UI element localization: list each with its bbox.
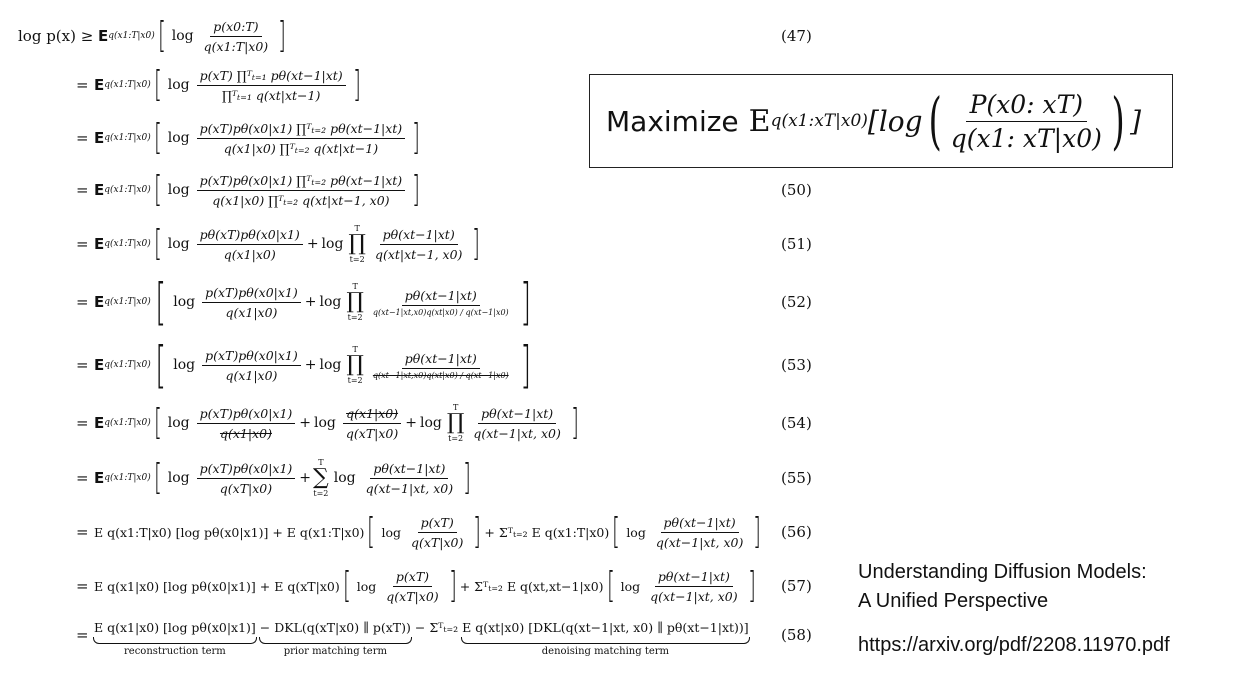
product-operator: T∏t=2: [346, 282, 364, 322]
reconstruction-term: E q(x1|x0) [log pθ(x0|x1)] reconstructio…: [93, 620, 257, 657]
objective-close: ]: [1130, 104, 1142, 138]
equation-number: (55): [781, 469, 812, 487]
paper-citation: Understanding Diffusion Models: A Unifie…: [858, 558, 1147, 616]
fraction: pθ(xt−1|xt)q(xt−1|xt, x0): [650, 568, 738, 604]
sum-operator: T∑t=2: [313, 458, 329, 498]
equation-number: (51): [781, 235, 812, 253]
product-operator: T∏t=2: [348, 224, 366, 264]
fraction: p(xT)q(xT|x0): [411, 514, 464, 550]
objective-word: Maximize: [606, 104, 739, 138]
objective-open: [log: [867, 104, 923, 138]
equation-number: (54): [781, 414, 812, 432]
fraction: p(x0:T)q(x1:T|x0): [203, 18, 269, 54]
fraction: p(xT)pθ(x0|x1)q(x1|x0): [196, 406, 296, 441]
expectation-symbol: E: [748, 103, 771, 139]
expectation-subscript: q(x1:xT|x0): [770, 111, 868, 131]
fraction: pθ(xt−1|xt)q(xt−1|xt, x0): [473, 405, 561, 441]
paper-url[interactable]: https://arxiv.org/pdf/2208.11970.pdf: [858, 634, 1170, 656]
fraction: p(xT)pθ(x0|x1) ∏ᵀₜ₌₂ pθ(xt−1|xt)q(x1|x0)…: [196, 121, 406, 156]
denoising-matching-term: E q(xt|x0) [DKL(q(xt−1|xt, x0) ∥ pθ(xt−1…: [461, 620, 750, 657]
fraction: p(xT)pθ(x0|x1)q(xT|x0): [196, 461, 296, 496]
equation-number: (47): [781, 27, 812, 45]
fraction: p(xT)pθ(x0|x1)q(x1|x0): [202, 348, 301, 383]
equation-number: (56): [781, 523, 812, 541]
fraction: q(x1|x0)q(xT|x0): [343, 406, 402, 441]
equation-row-57: = E q(x1|x0) [log pθ(x0|x1)] + E q(xT|x0…: [76, 565, 812, 606]
fraction: pθ(xt−1|xt)q(xt|xt−1, x0): [374, 226, 463, 262]
fraction: pθ(xt−1|xt)q(xt−1|xt, x0): [655, 514, 744, 550]
fraction: pθ(xt−1|xt)q(xt−1|xt,x0)q(xt|x0) / q(xt−…: [372, 350, 509, 380]
equation-row-56: = E q(x1:T|x0) [log pθ(x0|x1)] + E q(x1:…: [76, 511, 812, 552]
equation-row-58: = E q(x1|x0) [log pθ(x0|x1)] reconstruct…: [76, 620, 812, 657]
equation-number: (57): [781, 577, 812, 595]
fraction: pθ(xT)pθ(x0|x1)q(x1|x0): [196, 227, 303, 262]
equation-number: (50): [781, 181, 812, 199]
fraction: pθ(xt−1|xt)q(xt−1|xt, x0): [365, 460, 454, 496]
equation-number: (52): [781, 293, 812, 311]
equation-number: (58): [781, 626, 812, 644]
fraction: p(xT)pθ(x0|x1)q(x1|x0): [202, 285, 301, 320]
fraction: p(xT)pθ(x0|x1) ∏ᵀₜ₌₂ pθ(xt−1|xt)q(x1|x0)…: [196, 173, 406, 208]
equation-number: (53): [781, 356, 812, 374]
fraction: pθ(xt−1|xt)q(xt−1|xt,x0)q(xt|x0) / q(xt−…: [372, 287, 509, 317]
fraction: p(xT)q(xT|x0): [386, 568, 439, 604]
fraction: p(xT) ∏ᵀₜ₌₁ pθ(xt−1|xt)∏ᵀₜ₌₁ q(xt|xt−1): [196, 68, 346, 103]
lhs-log-likelihood: log p(x) ≥: [18, 27, 94, 45]
citation-title-line2: A Unified Perspective: [858, 590, 1049, 612]
product-operator: T∏t=2: [446, 403, 465, 443]
prior-matching-term: − DKL(q(xT|x0) ∥ p(xT)) prior matching t…: [258, 620, 412, 657]
objective-fraction: P(x0: xT) q(x1: xT|x0): [950, 89, 1102, 153]
citation-title-line1: Understanding Diffusion Models:: [858, 561, 1147, 583]
product-operator: T∏t=2: [346, 345, 364, 385]
